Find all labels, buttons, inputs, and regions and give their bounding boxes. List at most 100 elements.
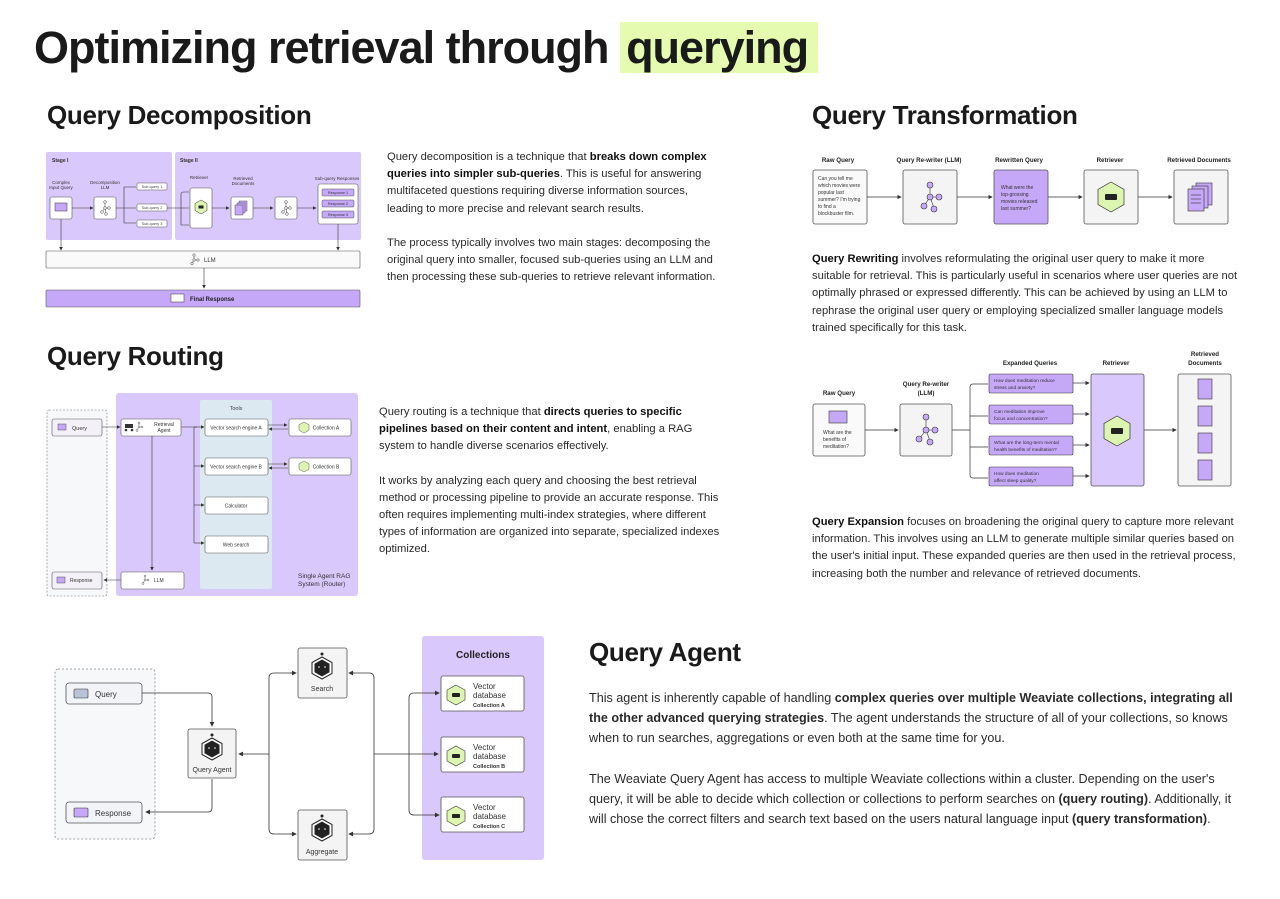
routing-llm-box	[120, 571, 185, 590]
svg-text:movies released: movies released	[1001, 199, 1038, 205]
svg-text:affect sleep quality?: affect sleep quality?	[994, 478, 1037, 484]
page-title-highlight: querying	[620, 22, 819, 73]
page-title-main: Optimizing retrieval through	[34, 22, 610, 73]
rewritten-query-text: What were the top-grossing movies releas…	[1001, 185, 1038, 212]
query-agent-diagram: Collections Query Response Query Agent S…	[54, 636, 544, 861]
tool-web-search: Web search	[223, 543, 250, 549]
subquery-3: Sub-query 3	[142, 222, 163, 226]
stage2-panel	[175, 152, 361, 240]
io-panel	[54, 668, 156, 840]
weaviate-hex-icon	[298, 460, 310, 473]
llm-network-icon	[190, 253, 200, 265]
transformation-title: Query Transformation	[812, 100, 1078, 130]
query-box	[51, 418, 103, 437]
sub-responses-label: Sub-query Responses	[315, 176, 360, 181]
svg-text:database: database	[473, 691, 506, 700]
svg-text:last summer?: last summer?	[1001, 206, 1031, 212]
decomposition-description: Query decomposition is a technique that …	[387, 151, 716, 284]
collections-title: Collections	[456, 650, 510, 661]
final-response-label: Final Response	[190, 297, 235, 303]
search-label: Search	[311, 686, 333, 693]
page-title: Optimizing retrieval through querying	[34, 22, 819, 74]
query-label: Query	[72, 426, 87, 432]
svg-text:summer? I'm trying: summer? I'm trying	[818, 197, 861, 203]
documents-icon	[234, 200, 248, 216]
llm-network-icon	[100, 200, 111, 216]
response-2: Response 2	[328, 202, 348, 206]
raw-query-text: Can you tell me which movies were popula…	[818, 176, 861, 217]
rewriter-label-1: Query Re-writer	[903, 381, 950, 388]
llm-bar	[45, 250, 361, 269]
collection-c-card	[440, 796, 525, 833]
decomposition-diagram: Stage I Stage II Complex Input Query Dec…	[45, 152, 361, 308]
input-label: Complex	[52, 180, 71, 185]
response-box	[51, 571, 103, 590]
header-retrieved-docs: Retrieved Documents	[1167, 157, 1231, 164]
agent-title: Query Agent	[589, 637, 741, 667]
collection-a-label: Collection A	[473, 703, 505, 709]
docs-label-2: Documents	[1188, 360, 1222, 367]
agent-robot-icon	[311, 652, 333, 680]
svg-text:How does meditation: How does meditation	[994, 471, 1039, 477]
agent-icon	[124, 424, 134, 432]
routing-diagram: Tools Query Retrieval Agent Vector searc…	[46, 393, 358, 597]
llm-network-icon	[135, 421, 144, 432]
subquery-2: Sub-query 2	[142, 206, 163, 210]
svg-text:focus and concentration?: focus and concentration?	[994, 416, 1048, 422]
io-panel	[46, 409, 108, 597]
aggregate-label: Aggregate	[306, 849, 338, 856]
chat-icon	[56, 576, 66, 584]
rewriting-diagram: Raw Query Query Re-writer (LLM) Rewritte…	[812, 157, 1231, 225]
svg-text:top-grossing: top-grossing	[1001, 192, 1029, 198]
svg-text:blockbuster film.: blockbuster film.	[818, 211, 854, 217]
response-box	[65, 801, 143, 824]
svg-text:Vector: Vector	[473, 803, 496, 812]
collection-b-label: Collection B	[313, 465, 340, 471]
chat-icon	[54, 202, 68, 212]
routing-title: Query Routing	[47, 341, 224, 371]
response-label: Response	[70, 578, 93, 584]
svg-text:stress and anxiety?: stress and anxiety?	[994, 385, 1036, 391]
raw-query-text: What are the benefits of meditation?	[823, 430, 852, 450]
expansion-description: Query Expansion focuses on broadening th…	[812, 516, 1236, 580]
retrieval-agent-box	[120, 418, 182, 437]
svg-text:Can you tell me: Can you tell me	[818, 176, 853, 182]
retriever-label: Retriever	[1103, 360, 1130, 367]
tool-list: Vector search engine A Vector search eng…	[204, 418, 269, 554]
system-label-1: Single Agent RAG	[298, 573, 350, 580]
expansion-diagram: Raw Query Query Re-writer (LLM) Expanded…	[812, 351, 1232, 487]
raw-query-label: Raw Query	[823, 390, 856, 397]
agent-description: This agent is inherently capable of hand…	[589, 691, 1233, 827]
system-label-2: System (Router)	[298, 581, 345, 588]
svg-text:Can meditation improve: Can meditation improve	[994, 409, 1045, 415]
docs-label-1: Retrieved	[1191, 351, 1219, 358]
retrieval-agent-label: Retrieval	[154, 422, 174, 428]
llm-network-icon	[281, 200, 292, 216]
retrieved-docs-label: Retrieved	[233, 176, 253, 181]
expanded-query-list: How does meditation reduce stress and an…	[988, 373, 1074, 487]
retrieved-docs-box	[1177, 373, 1232, 487]
collection-b-card	[440, 736, 525, 773]
collection-b-label: Collection B	[473, 764, 505, 770]
header-rewritten: Rewritten Query	[995, 157, 1043, 164]
response-label: Response	[95, 809, 132, 818]
svg-text:Input Query: Input Query	[49, 185, 73, 190]
final-response-bar	[45, 289, 361, 308]
svg-text:Documents: Documents	[232, 181, 256, 186]
svg-text:popular last: popular last	[818, 190, 844, 196]
documents-icon	[1187, 182, 1213, 212]
header-rewriter: Query Re-writer (LLM)	[897, 157, 962, 164]
chat-icon	[170, 293, 185, 303]
svg-text:health benefits of meditation?: health benefits of meditation?	[994, 447, 1057, 453]
query-agent-label: Query Agent	[193, 767, 232, 774]
svg-text:meditation?: meditation?	[823, 444, 849, 450]
svg-text:to find a: to find a	[818, 204, 836, 210]
rewriter-label-2: (LLM)	[918, 390, 935, 397]
tools-label: Tools	[230, 406, 243, 412]
retriever-label: Retriever	[190, 175, 209, 180]
chat-icon	[57, 423, 67, 431]
query-box	[65, 682, 143, 705]
documents-icon	[1197, 378, 1213, 481]
svg-text:Agent: Agent	[157, 428, 171, 434]
svg-text:Vector: Vector	[473, 743, 496, 752]
